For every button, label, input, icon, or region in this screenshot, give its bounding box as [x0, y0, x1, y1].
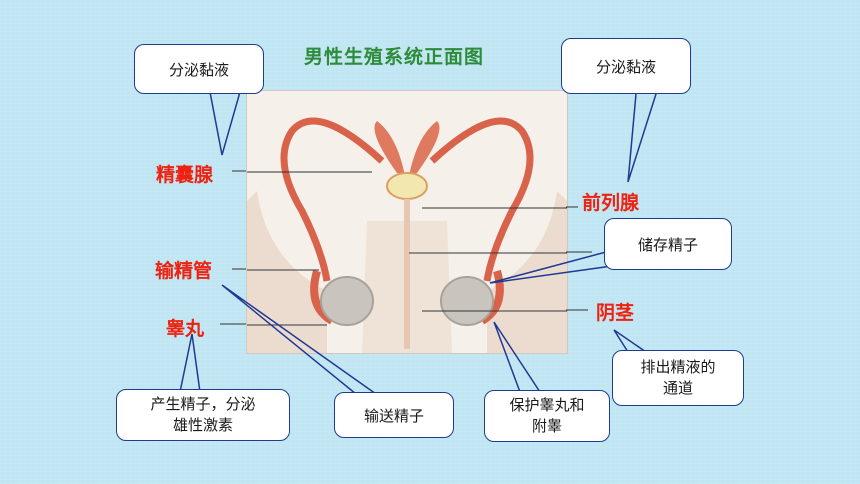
diagram-title: 男性生殖系统正面图	[304, 46, 485, 68]
seminal-vesicle-left	[374, 121, 405, 176]
callout-epi-line1: 保护睾丸和	[509, 396, 585, 414]
callout-testis-function: 产生精子，分泌 雄性激素	[116, 389, 290, 441]
pointer-transport	[221, 284, 377, 395]
anatomy-drawing	[247, 117, 567, 353]
callout-testis-line1: 产生精子，分泌	[150, 395, 256, 413]
label-seminal-vesicle: 精囊腺	[156, 164, 214, 186]
callout-epi-line2: 附睾	[531, 417, 562, 435]
seminal-vesicle-right	[409, 121, 440, 176]
anatomy-illustration	[246, 90, 568, 354]
callout-store-sperm: 储存精子	[604, 218, 732, 270]
label-prostate: 前列腺	[582, 192, 640, 214]
testis-left	[320, 276, 374, 326]
pelvis-left-shape	[247, 191, 327, 353]
urethra	[404, 199, 410, 349]
label-penis: 阴茎	[596, 302, 635, 324]
pointer-urethra	[613, 329, 647, 353]
label-vas-deferens: 输精管	[155, 260, 213, 282]
callout-urethra-line2: 通道	[662, 379, 693, 397]
pointer-testis	[179, 333, 201, 393]
pointer-epididymis	[493, 321, 541, 393]
callout-urethra-line1: 排出精液的	[640, 358, 716, 376]
pointer-secrete-right	[627, 93, 657, 183]
testis-right	[440, 276, 494, 326]
callout-transport: 输送精子	[334, 392, 454, 438]
label-testis: 睾丸	[166, 318, 205, 340]
callout-urethra: 排出精液的 通道	[612, 350, 744, 406]
callout-testis-line2: 雄性激素	[172, 416, 233, 434]
vas-deferens-right	[429, 117, 534, 282]
callout-secrete-right: 分泌黏液	[561, 38, 691, 94]
callout-epididymis: 保护睾丸和 附睾	[484, 390, 610, 442]
pelvis-right-shape	[487, 191, 567, 353]
pointer-secrete-left	[209, 91, 241, 156]
callout-secrete-left: 分泌黏液	[134, 44, 264, 94]
pointer-store-sperm	[489, 251, 613, 284]
vas-deferens-left	[280, 117, 385, 282]
